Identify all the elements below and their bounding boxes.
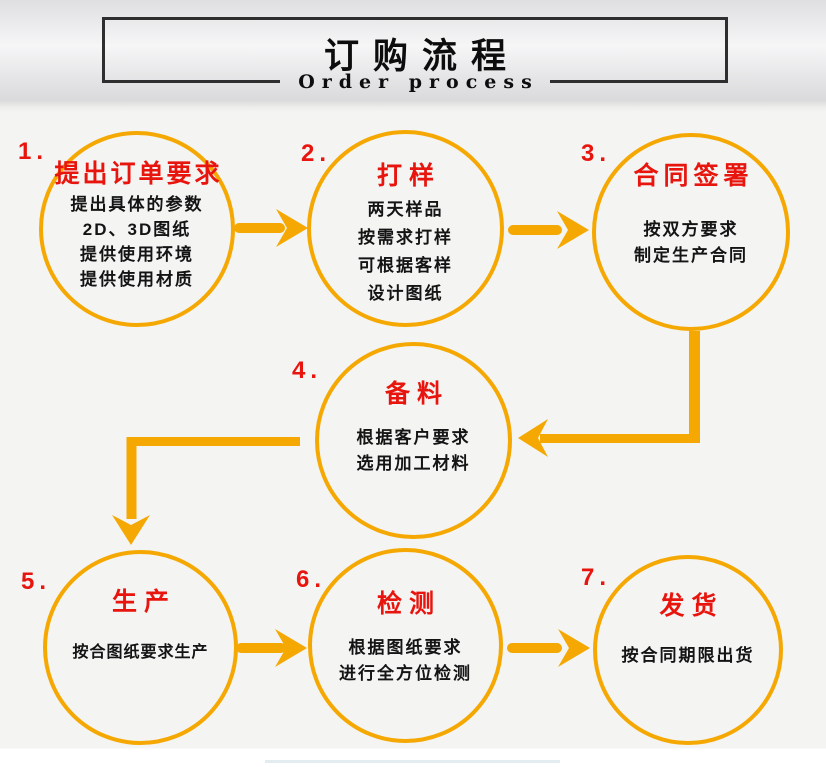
arrow-step2-step3: [508, 211, 589, 249]
step-detail-line: 提供使用环境: [80, 245, 194, 264]
step-title: 合同签署: [633, 162, 754, 190]
step-number-3: 3.: [581, 140, 612, 167]
step-title: 提出订单要求: [54, 160, 223, 188]
step-title: 备料: [384, 380, 449, 408]
step-detail-line: 按合图纸要求生产: [72, 644, 209, 661]
step-number-5: 5.: [21, 568, 52, 595]
step-details: 按双方要求 制定生产合同: [596, 217, 786, 269]
page-subtitle: Order process: [298, 71, 539, 93]
page-title: 订购流程: [323, 37, 520, 76]
title-border-right: [550, 80, 728, 83]
step-title: 生产: [111, 588, 176, 616]
step-details: 按合同期限出货: [597, 643, 779, 669]
arrow-step3-step4: [518, 331, 700, 457]
arrow-step5-step6: [236, 629, 307, 667]
step-circle-1: 提出订单要求 提出具体的参数 2D、3D图纸 提供使用环境 提供使用材质: [39, 131, 235, 327]
step-detail-line: 制定生产合同: [634, 246, 748, 265]
step-number-1: 1.: [18, 138, 49, 165]
step-title: 发货: [659, 592, 724, 620]
arrow-step6-step7: [507, 629, 590, 667]
step-circle-5: 生产 按合图纸要求生产: [43, 550, 238, 745]
step-number-2: 2.: [301, 140, 332, 167]
step-circle-4: 备料 根据客户要求 选用加工材料: [315, 342, 512, 539]
step-circle-7: 发货 按合同期限出货: [593, 555, 783, 745]
step-number-4: 4.: [292, 357, 323, 384]
arrow-step1-step2: [234, 209, 308, 247]
step-detail-line: 根据客户要求: [356, 428, 471, 447]
step-detail-line: 提出具体的参数: [70, 195, 204, 214]
step-title: 检测: [376, 590, 441, 618]
step-detail-line: 按合同期限出货: [621, 646, 755, 665]
step-detail-line: 按双方要求: [643, 220, 739, 239]
step-circle-2: 打样 两天样品 按需求打样 可根据客样 设计图纸: [307, 130, 504, 327]
step-details: 根据客户要求 选用加工材料: [319, 425, 508, 477]
step-circle-3: 合同签署 按双方要求 制定生产合同: [592, 133, 790, 331]
step-number-6: 6.: [296, 566, 327, 593]
step-detail-line: 2D、3D图纸: [82, 220, 192, 239]
step-detail-line: 设计图纸: [367, 284, 444, 303]
step-detail-line: 进行全方位检测: [339, 664, 472, 683]
step-title: 打样: [376, 162, 441, 190]
title-border-left: [102, 80, 280, 83]
bottom-divider-line: [265, 760, 560, 763]
step-details: 两天样品 按需求打样 可根据客样 设计图纸: [311, 196, 500, 308]
step-detail-line: 按需求打样: [358, 228, 453, 247]
step-detail-line: 根据图纸要求: [348, 638, 463, 657]
arrow-step4-step5: [112, 437, 300, 545]
step-number-7: 7.: [581, 564, 612, 591]
step-detail-line: 选用加工材料: [356, 454, 471, 473]
step-details: 按合图纸要求生产: [47, 640, 234, 666]
step-detail-line: 提供使用材质: [80, 270, 194, 289]
step-details: 提出具体的参数 2D、3D图纸 提供使用环境 提供使用材质: [43, 192, 231, 292]
title-box: 订购流程 Order process: [102, 17, 728, 93]
step-detail-line: 可根据客样: [358, 256, 453, 275]
step-circle-6: 检测 根据图纸要求 进行全方位检测: [308, 548, 503, 743]
step-details: 根据图纸要求 进行全方位检测: [312, 635, 499, 687]
step-detail-line: 两天样品: [367, 200, 444, 219]
